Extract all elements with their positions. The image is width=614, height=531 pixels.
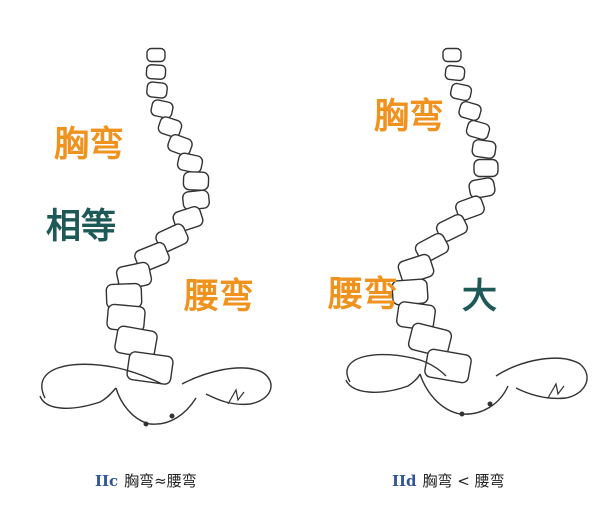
iic-vertebra — [145, 64, 167, 80]
iic-vertebra — [146, 47, 166, 63]
label-lumbar-iic: 腰弯 — [184, 277, 255, 317]
caption-code-iic: IIc — [95, 472, 119, 490]
iic-vertebra — [182, 171, 210, 191]
spine-iic — [105, 47, 210, 385]
pelvis-iid — [345, 353, 588, 417]
iid-vertebra — [471, 139, 497, 159]
iid-vertebra — [468, 177, 496, 199]
pelvis-iic — [39, 363, 272, 427]
spine-iid — [391, 47, 499, 384]
caption-text-iid: 胸弯 < 腰弯 — [422, 472, 505, 490]
iic-vertebra — [176, 152, 204, 174]
iid-vertebra — [449, 82, 473, 102]
iid-vertebra — [465, 119, 491, 141]
caption-code-iid: IId — [392, 472, 417, 490]
caption-text-iic: 胸弯≈腰弯 — [124, 472, 197, 490]
iic-vertebra — [150, 99, 174, 119]
iid-vertebra — [424, 348, 472, 384]
iid-vertebra — [458, 100, 482, 122]
label-thoracic-iid: 胸弯 — [374, 97, 445, 137]
iid-vertebra — [442, 47, 462, 63]
iid-vertebra — [407, 322, 453, 358]
label-equal-iic: 相等 — [46, 207, 117, 247]
iid-vertebra — [444, 64, 466, 82]
iic-vertebra — [157, 116, 183, 138]
iid-vertebra — [455, 195, 485, 221]
label-lumbar-iid: 腰弯 — [328, 275, 399, 315]
iic-vertebra — [167, 133, 193, 157]
label-thoracic-iic: 胸弯 — [54, 125, 125, 165]
iic-vertebra — [146, 81, 168, 99]
caption-iic: IIc 胸弯≈腰弯 — [95, 470, 197, 491]
iid-vertebra — [473, 158, 499, 178]
iic-vertebra — [126, 351, 174, 385]
caption-iid: IId 胸弯 < 腰弯 — [392, 470, 505, 491]
label-big-iid: 大 — [462, 277, 498, 317]
